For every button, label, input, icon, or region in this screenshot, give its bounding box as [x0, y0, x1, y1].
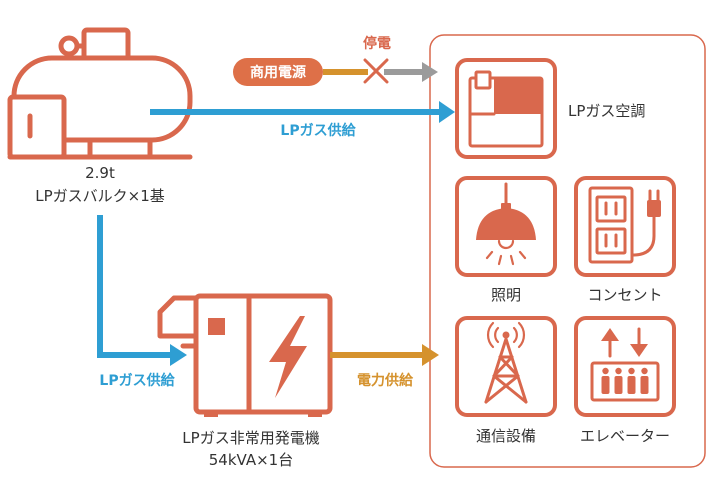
- light-ray: [485, 250, 494, 260]
- tower-brace: [484, 374, 520, 404]
- lp-gas-bulk-tank-icon: [7, 27, 193, 160]
- generator-name: LPガス非常用発電機: [182, 429, 319, 447]
- tower-leg: [504, 337, 528, 404]
- light-ray: [509, 254, 515, 266]
- tower-brace: [498, 355, 520, 378]
- antenna-tower-icon: [484, 321, 528, 404]
- light-ray: [518, 250, 527, 260]
- equipment-label: LPガス空調: [568, 102, 645, 120]
- plug-body: [647, 200, 661, 217]
- equipment-lighting: 照明: [455, 176, 557, 304]
- commercial-power-pill: [233, 58, 323, 86]
- generator-foot: [204, 412, 218, 417]
- equipment-label: 通信設備: [476, 427, 536, 445]
- gas-supply-generator-line: [97, 215, 172, 358]
- outage-x-stroke: [363, 58, 389, 84]
- elevator-icon: [590, 327, 660, 402]
- equipment-box: [455, 316, 557, 417]
- tower-leg: [484, 337, 508, 404]
- passenger-body: [627, 376, 636, 394]
- radio-wave: [517, 321, 526, 349]
- antenna-tip: [502, 331, 510, 339]
- gas-supply-generator-arrowhead: [170, 344, 187, 366]
- passenger-body: [640, 376, 649, 394]
- down-arrow-icon: [630, 344, 648, 357]
- commercial-power-label: 商用電源: [250, 64, 306, 81]
- equipment-aircon: LPガス空調: [455, 58, 645, 159]
- outlet-socket: [595, 195, 627, 223]
- generator-indicator: [208, 318, 225, 335]
- gas-generator-icon: [157, 293, 333, 417]
- commercial-power-flow: 商用電源 停電: [233, 35, 438, 86]
- passenger-body: [601, 376, 610, 394]
- generator-fuel-tank: [157, 295, 198, 339]
- equipment-panel: [429, 34, 706, 468]
- generator-foot: [308, 412, 322, 417]
- equipment-label: コンセント: [587, 286, 662, 304]
- passenger-body: [614, 376, 623, 394]
- tower-brace: [492, 355, 514, 378]
- aircon-panel: [494, 78, 542, 114]
- power-supply-arrowhead: [422, 344, 439, 366]
- power-supply-label: 電力供給: [357, 372, 414, 389]
- gas-supply-aircon-flow: LPガス供給: [150, 101, 455, 139]
- power-outlet-icon: [588, 186, 661, 264]
- light-bulb: [497, 239, 515, 250]
- tank-label: LPガスバルク×1基: [35, 187, 165, 205]
- equipment-outlet: コンセント: [574, 176, 676, 304]
- passenger-head: [641, 367, 648, 375]
- passenger-head: [628, 367, 635, 375]
- generator-body: [193, 293, 333, 415]
- radio-wave: [512, 326, 518, 344]
- air-conditioner-icon: [468, 70, 544, 148]
- passenger-icon: [614, 367, 623, 394]
- radio-wave: [486, 321, 495, 349]
- equipment-label: エレベーター: [580, 427, 670, 445]
- passenger-icon: [627, 367, 636, 394]
- up-arrow-icon: [601, 328, 619, 341]
- outage-label: 停電: [363, 35, 391, 52]
- equipment-communication: 通信設備: [455, 316, 557, 445]
- tank-valve-knob: [58, 35, 80, 57]
- passenger-head: [602, 367, 609, 375]
- passenger-icon: [640, 367, 649, 394]
- gas-supply-generator-label: LPガス供給: [99, 372, 175, 389]
- tank-meter-box: [7, 94, 67, 160]
- equipment-label: 照明: [491, 286, 521, 304]
- light-shade: [476, 208, 536, 240]
- passenger-head: [615, 367, 622, 375]
- light-ray: [497, 254, 503, 266]
- lightning-bolt-icon: [269, 316, 307, 398]
- outage-x-icon: [363, 58, 389, 84]
- generator-spec: 54kVA×1台: [209, 451, 293, 469]
- aircon-vent: [474, 70, 492, 90]
- power-supply-flow: 電力供給: [330, 344, 439, 389]
- gas-supply-aircon-arrowhead: [439, 101, 455, 123]
- cut-power-arrowhead: [422, 62, 438, 82]
- gas-supply-aircon-label: LPガス供給: [280, 122, 356, 139]
- equipment-elevator: エレベーター: [574, 316, 676, 445]
- radio-wave: [494, 326, 500, 344]
- plug-cord: [631, 214, 656, 257]
- gas-supply-generator-flow: LPガス供給: [97, 215, 187, 389]
- pendant-light-icon: [476, 182, 536, 266]
- tower-brace: [492, 374, 528, 404]
- passenger-icon: [601, 367, 610, 394]
- tank-weight: 2.9t: [85, 164, 115, 182]
- outlet-socket: [595, 227, 627, 255]
